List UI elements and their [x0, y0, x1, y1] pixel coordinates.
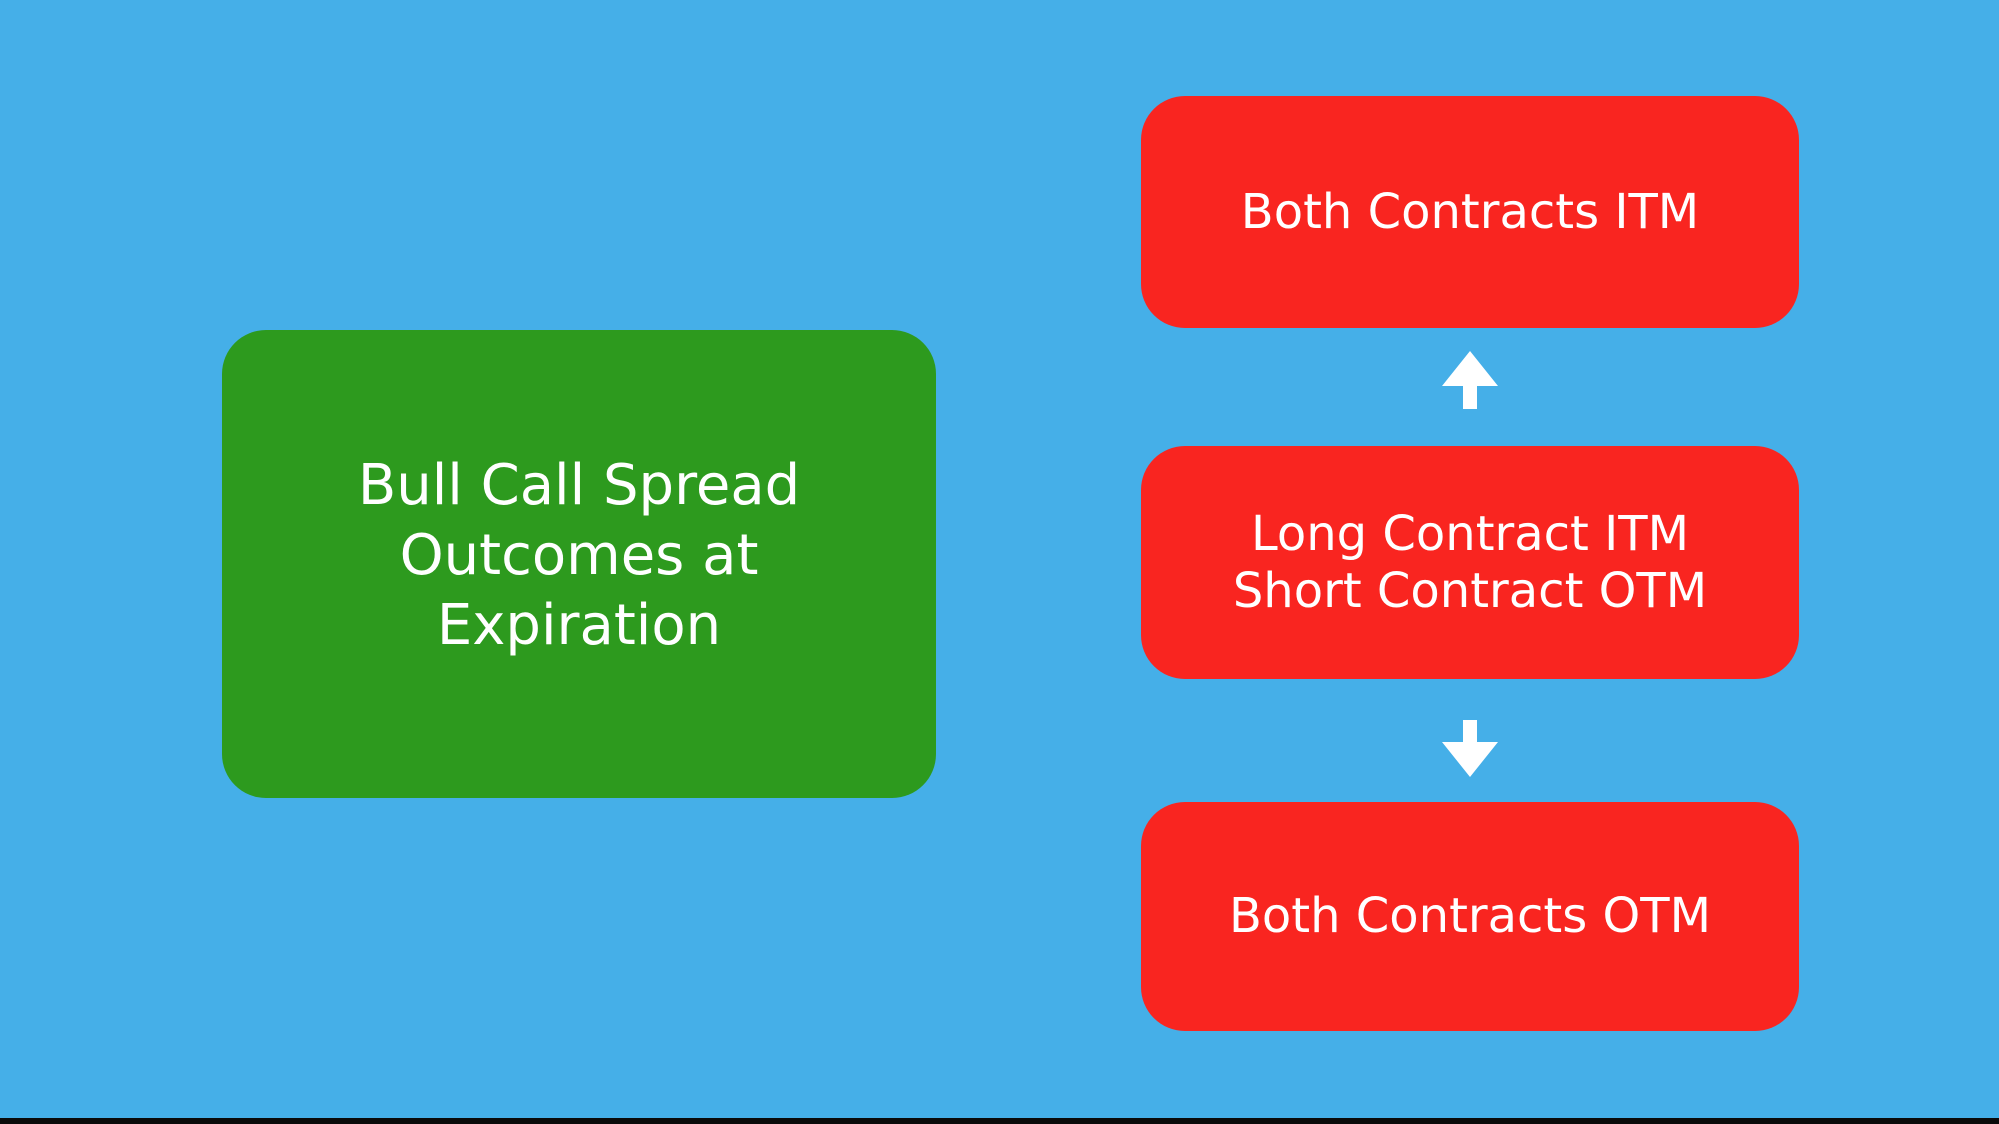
outcome-box-both-contracts-itm: Both Contracts ITM	[1141, 96, 1799, 328]
outcome-box-label: Both Contracts OTM	[1228, 888, 1712, 944]
title-box-label: Bull Call Spread Outcomes at Expiration	[357, 453, 801, 658]
down-arrow-icon	[1442, 720, 1498, 777]
outcome-box-label: Both Contracts ITM	[1240, 183, 1700, 240]
outcome-box-both-contracts-otm: Both Contracts OTM	[1141, 802, 1799, 1031]
title-box: Bull Call Spread Outcomes at Expiration	[222, 330, 936, 798]
outcome-box-long-itm-short-otm: Long Contract ITM Short Contract OTM	[1141, 446, 1799, 679]
up-arrow-icon	[1442, 351, 1498, 409]
bottom-border-bar	[0, 1118, 1999, 1124]
outcome-box-label: Long Contract ITM Short Contract OTM	[1232, 505, 1708, 619]
